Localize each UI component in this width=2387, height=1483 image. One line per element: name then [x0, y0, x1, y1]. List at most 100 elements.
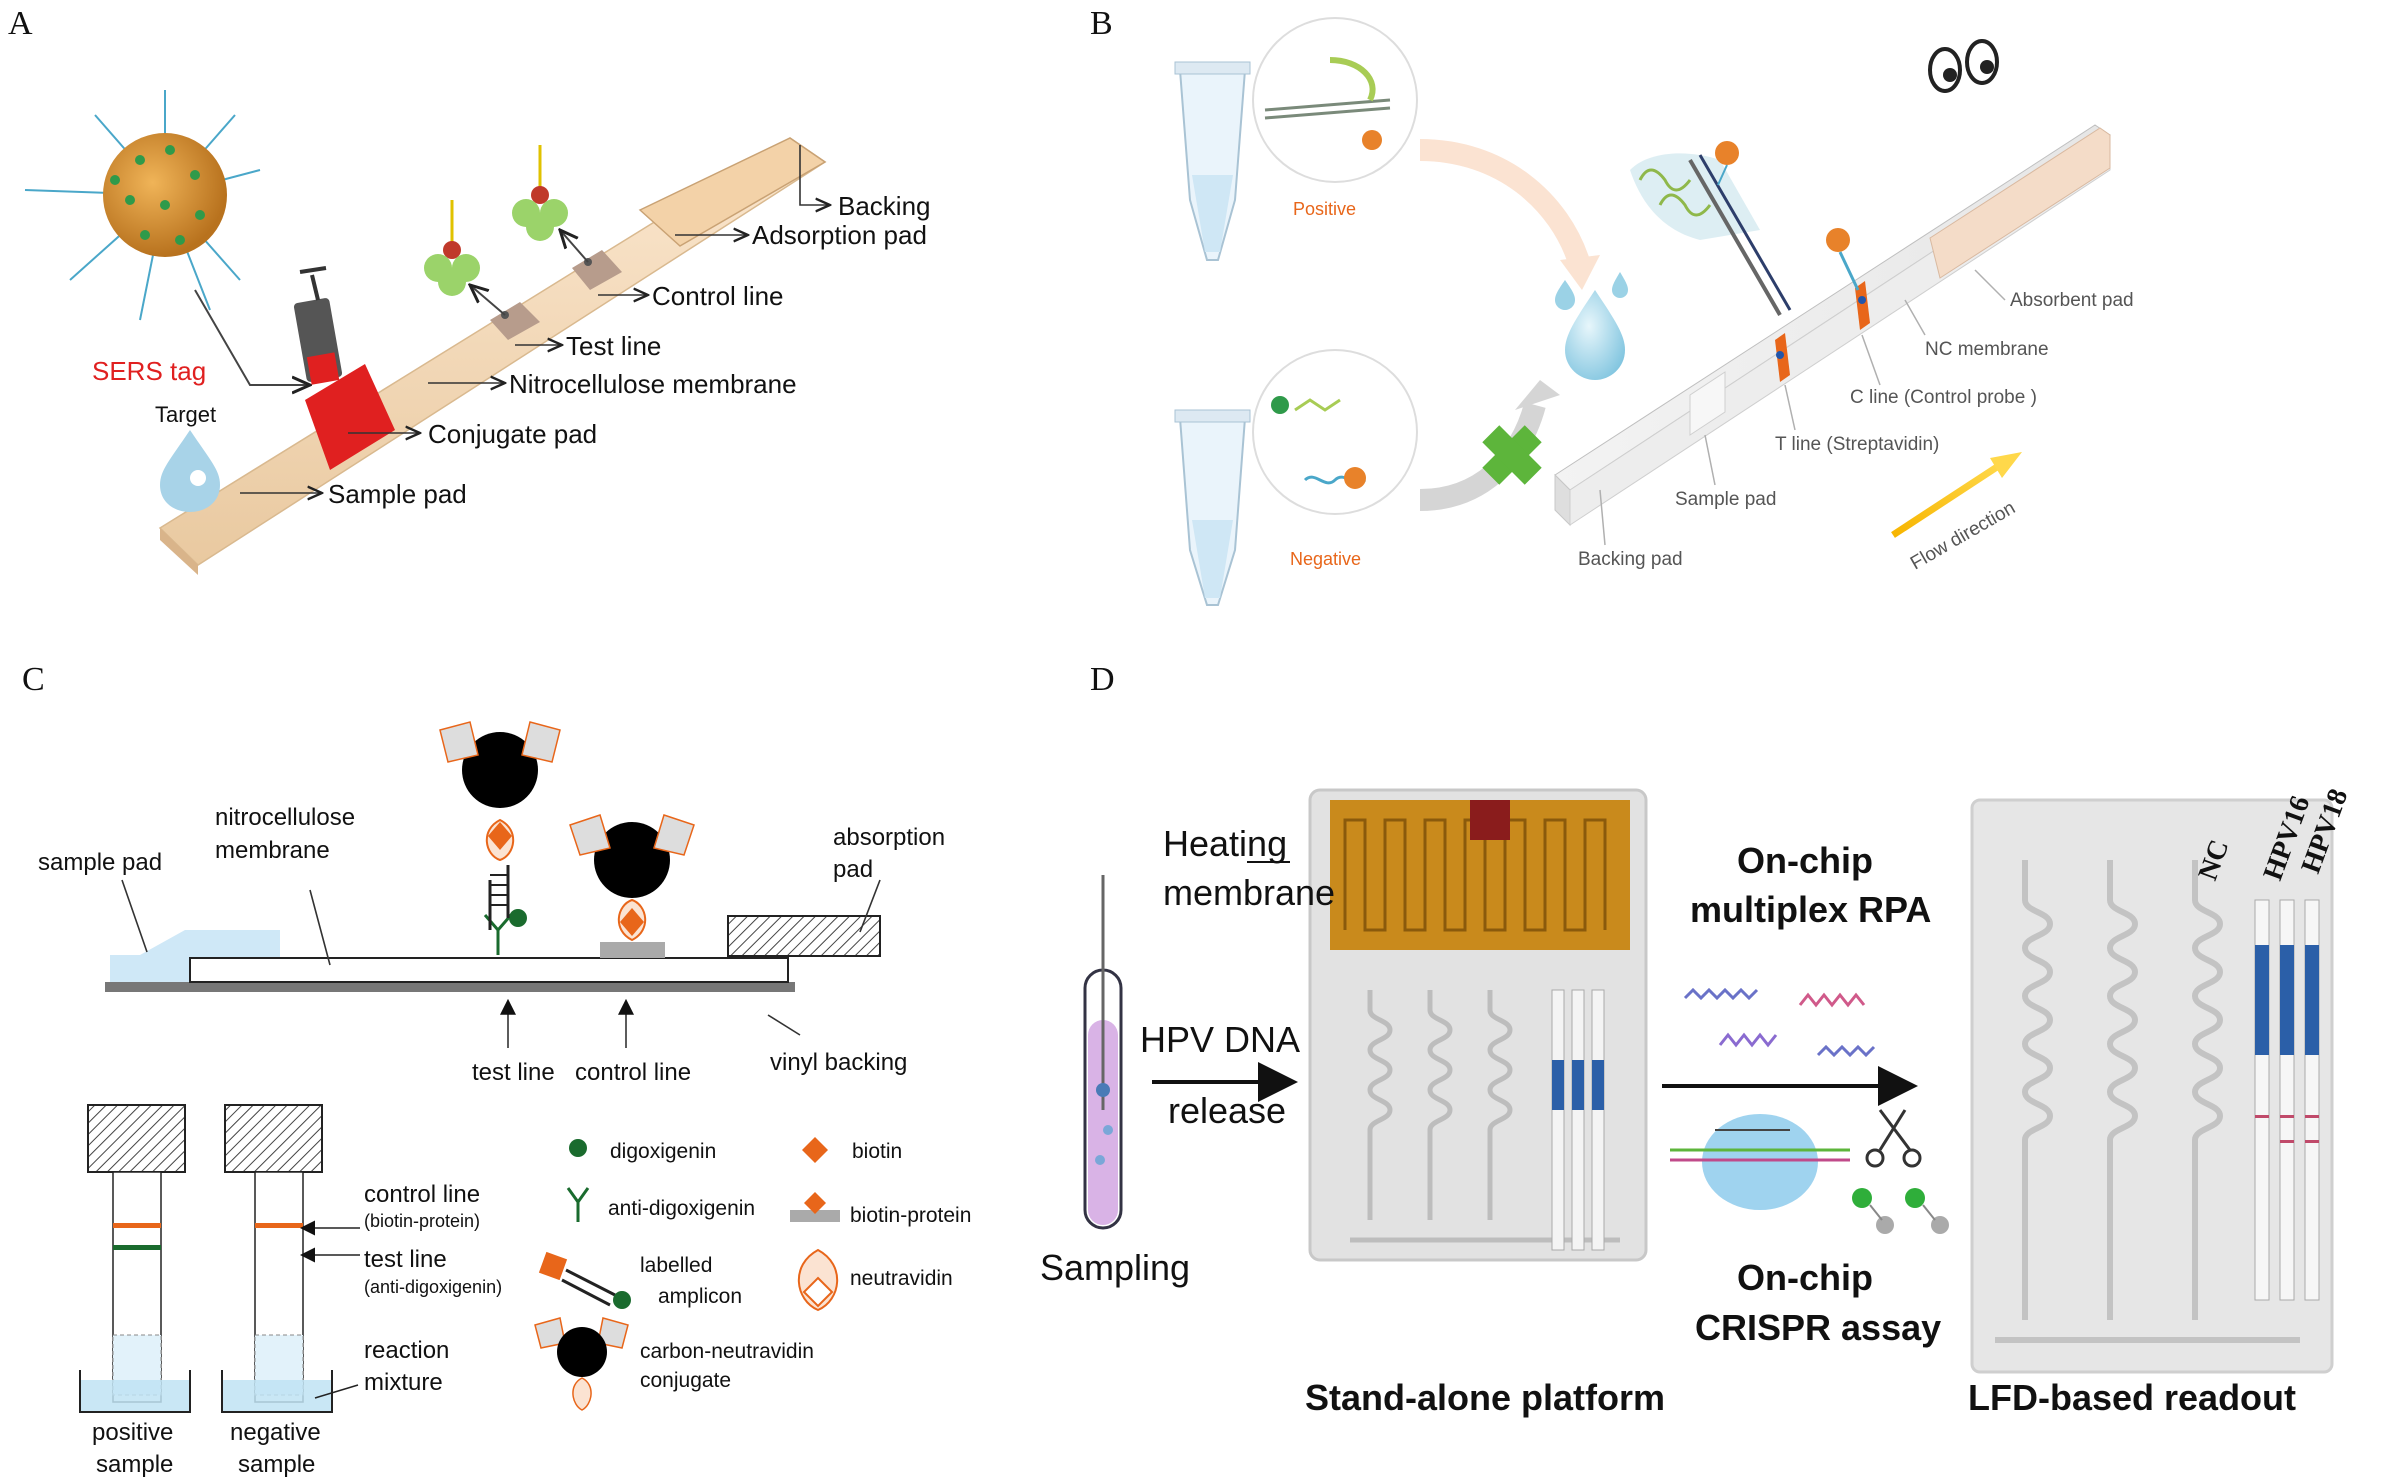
amplicon-strands: [1683, 987, 1876, 1058]
label-sample-pad-c: sample pad: [38, 849, 162, 876]
panel-c: C: [22, 661, 971, 1478]
absorbent-pad-b: [1929, 127, 2111, 279]
legend-labelled-1: labelled: [640, 1254, 712, 1277]
label-onchip-rpa-2: multiplex RPA: [1690, 889, 1931, 930]
legend-carbon-2: conjugate: [640, 1369, 731, 1392]
label-ctrl-line-1: control line: [364, 1181, 480, 1208]
panel-b: B Positive Negative: [1090, 5, 2134, 606]
label-backing-pad: Backing pad: [1578, 549, 1683, 570]
label-control-line-c: control line: [575, 1059, 691, 1086]
panel-a: A: [8, 5, 931, 575]
label-standalone: Stand-alone platform: [1305, 1377, 1665, 1418]
c-line-b: [1855, 281, 1870, 330]
standalone-chip: [1308, 788, 1648, 1262]
label-test-line-2: (anti-digoxigenin): [364, 1277, 502, 1297]
label-onchip-crispr-1: On-chip: [1737, 1257, 1873, 1298]
legend-biotin-protein: biotin-protein: [850, 1204, 971, 1227]
label-test-line: Test line: [566, 331, 661, 361]
label-sampling: Sampling: [1040, 1247, 1190, 1288]
panel-d: D Sampling HPV DNA release: [1040, 661, 2354, 1418]
label-heating-1: Heating: [1163, 823, 1287, 864]
carbon-neutravidin-icon: [534, 1317, 629, 1411]
syringe-icon: [293, 266, 343, 385]
label-negative-2: sample: [238, 1451, 315, 1478]
conjugate-pad-a: [305, 364, 395, 470]
label-negative-1: negative: [230, 1419, 321, 1446]
panel-letter-d: D: [1090, 661, 1115, 698]
label-sample-pad-b: Sample pad: [1675, 489, 1776, 510]
label-vinyl-backing: vinyl backing: [770, 1049, 907, 1076]
label-test-line-c: test line: [472, 1059, 555, 1086]
digoxigenin-icon: [569, 1139, 587, 1157]
control-line-a: [572, 250, 622, 290]
dipstick-negative: [224, 1104, 323, 1403]
label-nitro-2: membrane: [215, 837, 330, 864]
panel-letter-c: C: [22, 661, 45, 698]
label-onchip-rpa-1: On-chip: [1737, 840, 1873, 881]
label-nitrocellulose: Nitrocellulose membrane: [509, 369, 797, 399]
legend-c: digoxigenin anti-digoxigenin labelled am…: [534, 1137, 971, 1411]
anti-digoxigenin-icon: [566, 1187, 590, 1222]
label-nc-membrane: NC membrane: [1925, 339, 2049, 360]
control-line-biotin-protein: [600, 942, 665, 958]
label-flow-direction: Flow direction: [1907, 498, 2019, 575]
reporter-icons: [1852, 1188, 1949, 1234]
reaction-wells: [79, 1370, 333, 1413]
microfluidic-channels: [1350, 990, 1620, 1243]
positive-flow-arrow: [1419, 139, 1591, 269]
legend-digoxigenin: digoxigenin: [610, 1140, 716, 1163]
positive-tube: [1174, 61, 1251, 261]
flow-direction-arrow: [1891, 452, 2022, 538]
label-hpv-2: release: [1168, 1090, 1286, 1131]
lfa-strip-a: [158, 137, 827, 575]
panel-letter-b: B: [1090, 5, 1113, 42]
scissors-icon: [1865, 1109, 1922, 1168]
adsorption-pad-a: [638, 137, 827, 247]
panel-letter-a: A: [8, 5, 33, 42]
vinyl-backing-layer: [105, 982, 795, 992]
label-absorbent-pad: Absorbent pad: [2010, 290, 2134, 311]
label-control-line: Control line: [652, 281, 784, 311]
label-sers-tag: SERS tag: [92, 356, 206, 386]
dipstick-positive: [87, 1104, 186, 1403]
label-onchip-crispr-2: CRISPR assay: [1695, 1307, 1941, 1348]
label-t-line: T line (Streptavidin): [1775, 434, 1939, 455]
label-adsorption-pad: Adsorption pad: [752, 220, 927, 250]
sample-drop-icon: [1565, 290, 1625, 380]
label-target: Target: [155, 402, 216, 427]
sers-nanoparticle: [24, 90, 261, 321]
probe-complex-icon: [1630, 141, 1860, 317]
target-drop-icon: [160, 430, 220, 512]
legend-anti-digoxigenin: anti-digoxigenin: [608, 1197, 755, 1220]
label-test-line-1: test line: [364, 1246, 447, 1273]
lfd-strips-small: [1551, 989, 1605, 1251]
label-nitro-1: nitrocellulose: [215, 804, 355, 831]
nitrocellulose-membrane-c: [189, 957, 789, 983]
lfa-strip-b: [1554, 124, 2111, 527]
control-line-complex: [569, 814, 695, 942]
label-backing: Backing: [838, 191, 931, 221]
negative-tube: [1174, 409, 1251, 606]
sampling-tube: [1083, 875, 1123, 1230]
negative-bubble: [1252, 349, 1418, 515]
positive-bubble: [1252, 17, 1418, 183]
legend-biotin: biotin: [852, 1140, 902, 1163]
legend-neutravidin: neutravidin: [850, 1267, 953, 1290]
label-conjugate-pad: Conjugate pad: [428, 419, 597, 449]
label-absorption-2: pad: [833, 856, 873, 883]
label-positive-2: sample: [96, 1451, 173, 1478]
label-absorption-1: absorption: [833, 824, 945, 851]
label-c-line: C line (Control probe ): [1850, 387, 2037, 408]
test-line-complex: [439, 721, 561, 955]
label-lfd-readout: LFD-based readout: [1968, 1377, 2296, 1418]
label-positive: Positive: [1293, 199, 1356, 219]
neutravidin-icon: [797, 1248, 839, 1312]
biotin-protein-icon: [790, 1192, 840, 1222]
label-positive-1: positive: [92, 1419, 173, 1446]
label-heating-2: membrane: [1163, 872, 1335, 913]
cas-complex-icon: [1670, 1114, 1850, 1210]
absorption-pad-c: [727, 915, 881, 957]
lfd-readout-chip: [1970, 798, 2334, 1374]
label-sample-pad: Sample pad: [328, 479, 467, 509]
